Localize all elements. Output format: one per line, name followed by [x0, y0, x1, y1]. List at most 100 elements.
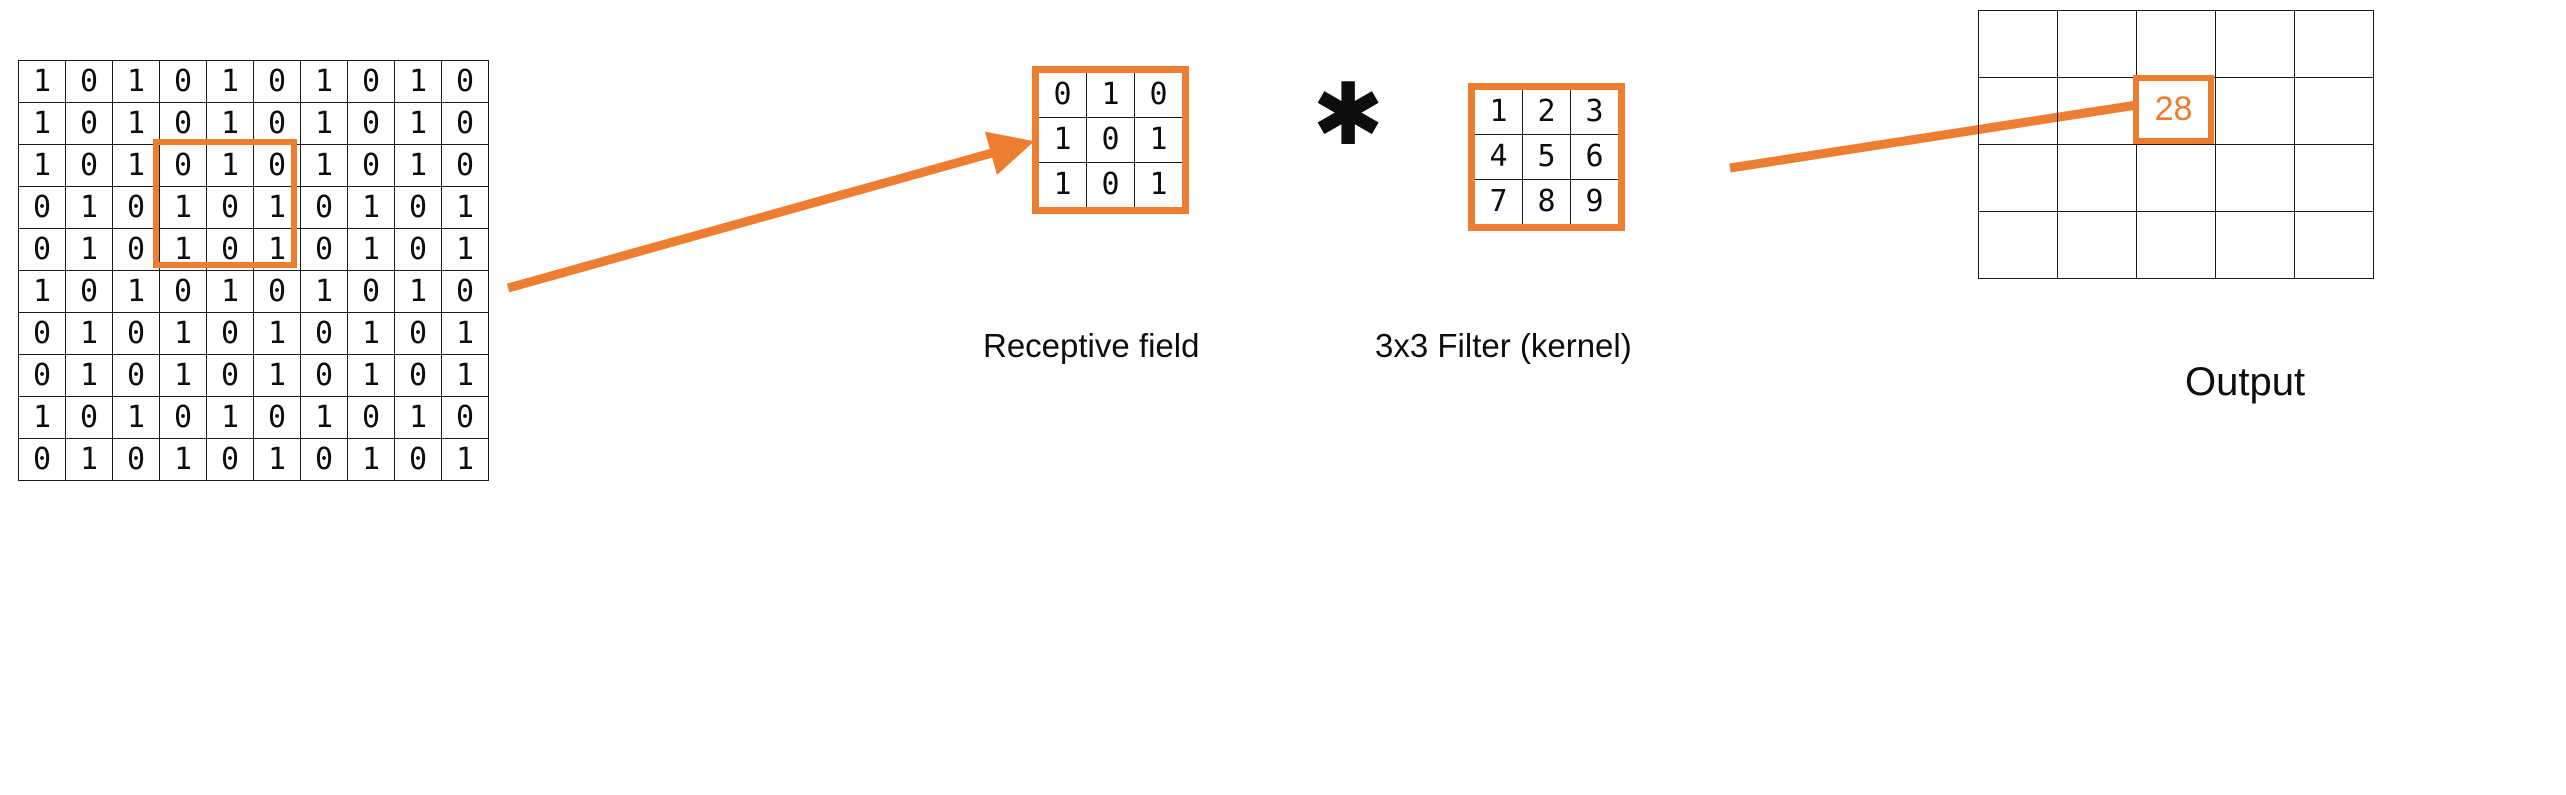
input-cell-r6-c2: 0 [65, 270, 113, 313]
input-cell-r8-c9: 0 [394, 354, 442, 397]
input-cell-r10-c5: 0 [206, 438, 254, 481]
filter-cell-r2-c2: 5 [1522, 134, 1571, 180]
output-cell-r3-c2 [2057, 144, 2137, 212]
output-cell-r2-c2 [2057, 77, 2137, 145]
filter-cell-r3-c3: 9 [1570, 179, 1618, 224]
input-cell-r10-c6: 1 [253, 438, 301, 481]
input-cell-r8-c2: 1 [65, 354, 113, 397]
output-cell-r4-c1 [1978, 211, 2058, 279]
input-cell-r8-c7: 0 [300, 354, 348, 397]
filter-cell-r2-c3: 6 [1570, 134, 1618, 180]
input-cell-r5-c6: 1 [253, 228, 301, 271]
input-cell-r7-c7: 0 [300, 312, 348, 355]
input-cell-r7-c1: 0 [18, 312, 66, 355]
input-cell-r6-c6: 0 [253, 270, 301, 313]
output-cell-r3-c5 [2294, 144, 2374, 212]
input-cell-r8-c4: 1 [159, 354, 207, 397]
input-cell-r7-c2: 1 [65, 312, 113, 355]
input-cell-r10-c3: 0 [112, 438, 160, 481]
input-cell-r1-c7: 1 [300, 60, 348, 103]
input-cell-r5-c3: 0 [112, 228, 160, 271]
input-cell-r1-c3: 1 [112, 60, 160, 103]
input-cell-r2-c2: 0 [65, 102, 113, 145]
input-cell-r5-c1: 0 [18, 228, 66, 271]
input-cell-r4-c8: 1 [347, 186, 395, 229]
input-cell-r4-c2: 1 [65, 186, 113, 229]
input-cell-r7-c8: 1 [347, 312, 395, 355]
input-cell-r7-c5: 0 [206, 312, 254, 355]
input-cell-r2-c9: 1 [394, 102, 442, 145]
output-highlight-cell: 28 [2133, 75, 2214, 144]
output-cell-r4-c2 [2057, 211, 2137, 279]
output-cell-r3-c3 [2136, 144, 2216, 212]
input-cell-r3-c6: 0 [253, 144, 301, 187]
input-cell-r8-c3: 0 [112, 354, 160, 397]
output-cell-r4-c3 [2136, 211, 2216, 279]
receptive-field-cell-r1-c1: 0 [1039, 73, 1087, 118]
output-grid [1978, 10, 2374, 279]
input-cell-r6-c7: 1 [300, 270, 348, 313]
input-cell-r7-c3: 0 [112, 312, 160, 355]
filter-cell-r1-c1: 1 [1475, 90, 1523, 135]
input-cell-r6-c3: 1 [112, 270, 160, 313]
input-cell-r4-c10: 1 [441, 186, 489, 229]
input-cell-r2-c1: 1 [18, 102, 66, 145]
receptive-field-cell-r1-c3: 0 [1134, 73, 1182, 118]
input-cell-r5-c10: 1 [441, 228, 489, 271]
input-cell-r6-c10: 0 [441, 270, 489, 313]
input-cell-r8-c5: 0 [206, 354, 254, 397]
output-cell-r1-c1 [1978, 10, 2058, 78]
input-cell-r3-c4: 0 [159, 144, 207, 187]
input-cell-r1-c8: 0 [347, 60, 395, 103]
input-cell-r1-c5: 1 [206, 60, 254, 103]
input-cell-r5-c2: 1 [65, 228, 113, 271]
convolution-operator-icon: ✱ [1312, 65, 1385, 165]
input-cell-r5-c8: 1 [347, 228, 395, 271]
input-cell-r3-c5: 1 [206, 144, 254, 187]
input-cell-r3-c2: 0 [65, 144, 113, 187]
input-cell-r8-c1: 0 [18, 354, 66, 397]
output-cell-r2-c5 [2294, 77, 2374, 145]
input-cell-r10-c4: 1 [159, 438, 207, 481]
receptive-field-cell-r3-c1: 1 [1039, 162, 1087, 207]
receptive-field-cell-r3-c2: 0 [1086, 162, 1135, 207]
output-cell-r1-c4 [2215, 10, 2295, 78]
input-cell-r1-c6: 0 [253, 60, 301, 103]
input-cell-r8-c6: 1 [253, 354, 301, 397]
input-cell-r7-c4: 1 [159, 312, 207, 355]
input-cell-r2-c3: 1 [112, 102, 160, 145]
output-cell-r3-c4 [2215, 144, 2295, 212]
input-cell-r3-c3: 1 [112, 144, 160, 187]
input-cell-r10-c8: 1 [347, 438, 395, 481]
input-cell-r4-c5: 0 [206, 186, 254, 229]
input-cell-r9-c10: 0 [441, 396, 489, 439]
output-cell-r1-c2 [2057, 10, 2137, 78]
input-cell-r5-c4: 1 [159, 228, 207, 271]
input-cell-r2-c10: 0 [441, 102, 489, 145]
input-cell-r3-c10: 0 [441, 144, 489, 187]
input-cell-r10-c1: 0 [18, 438, 66, 481]
input-cell-r9-c2: 0 [65, 396, 113, 439]
receptive-field-cell-r2-c2: 0 [1086, 117, 1135, 163]
output-caption: Output [2185, 360, 2306, 404]
receptive-field-cell-r1-c2: 1 [1086, 73, 1135, 118]
arrow-input-to-receptive-field [506, 131, 1035, 293]
input-cell-r9-c5: 1 [206, 396, 254, 439]
input-cell-r1-c1: 1 [18, 60, 66, 103]
filter-cell-r3-c2: 8 [1522, 179, 1571, 224]
output-row [1978, 144, 2374, 212]
